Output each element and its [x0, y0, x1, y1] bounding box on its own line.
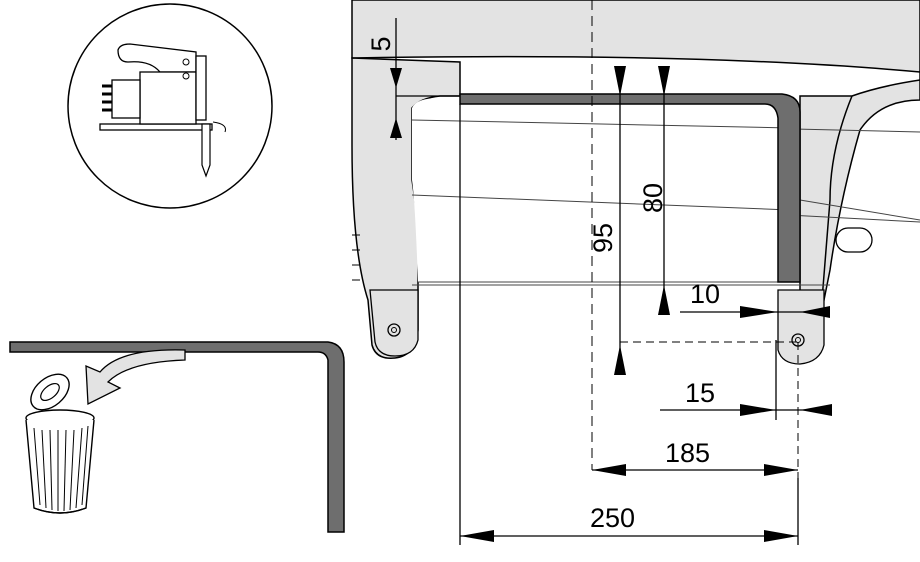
cut-off-template-strip: [9, 341, 345, 533]
dim-label-80: 80: [638, 183, 668, 213]
trash-bin-icon: [25, 373, 95, 514]
jigsaw-icon: [67, 3, 273, 209]
dim-label-15: 15: [685, 378, 715, 408]
dim-label-250: 250: [590, 503, 635, 533]
housing-part: [351, 0, 920, 365]
mounting-template: [459, 93, 801, 283]
dim-label-10: 10: [690, 279, 720, 309]
dimension-lines: [390, 18, 832, 545]
dim-label-95: 95: [588, 223, 618, 253]
dim-label-5: 5: [366, 36, 396, 51]
dim-label-185: 185: [665, 438, 710, 468]
curved-arrow-icon: [85, 349, 186, 406]
